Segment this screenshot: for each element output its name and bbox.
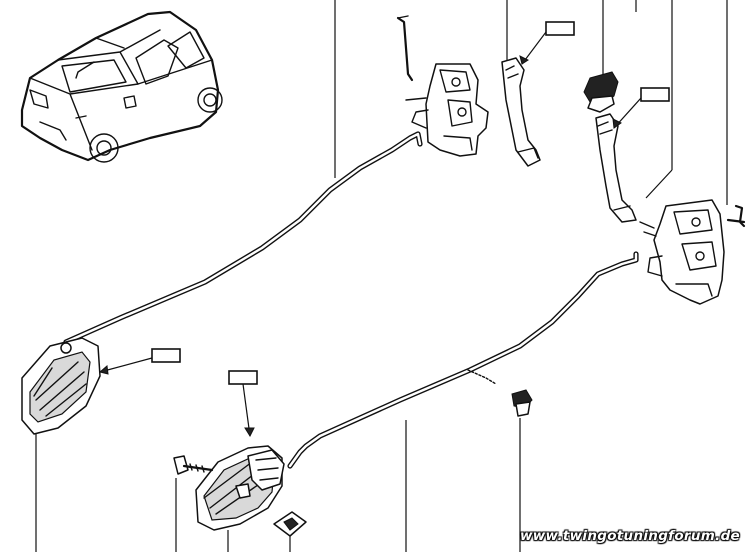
- callout-tag-4: [228, 370, 258, 438]
- interior-handle-right: [195, 445, 285, 531]
- link-rod-right: [287, 251, 639, 469]
- strap-right: [595, 113, 637, 223]
- lock-mechanism-left: [396, 15, 489, 157]
- link-rod-left: [55, 131, 423, 365]
- strap-left: [501, 57, 541, 167]
- watermark-text: www.twingotuningforum.de: [520, 528, 740, 544]
- leader-lines: [35, 0, 728, 552]
- screw: [173, 455, 214, 475]
- rod-clip: [511, 389, 533, 417]
- callout-tag-1: [519, 21, 575, 65]
- interior-handle-left: [21, 337, 101, 435]
- lock-button: [583, 71, 619, 113]
- clip-plate: [273, 511, 307, 537]
- callout-tag-2: [612, 87, 670, 129]
- lock-mechanism-right: [639, 199, 746, 305]
- car-illustration: [20, 10, 223, 163]
- callout-tag-3: [98, 348, 181, 375]
